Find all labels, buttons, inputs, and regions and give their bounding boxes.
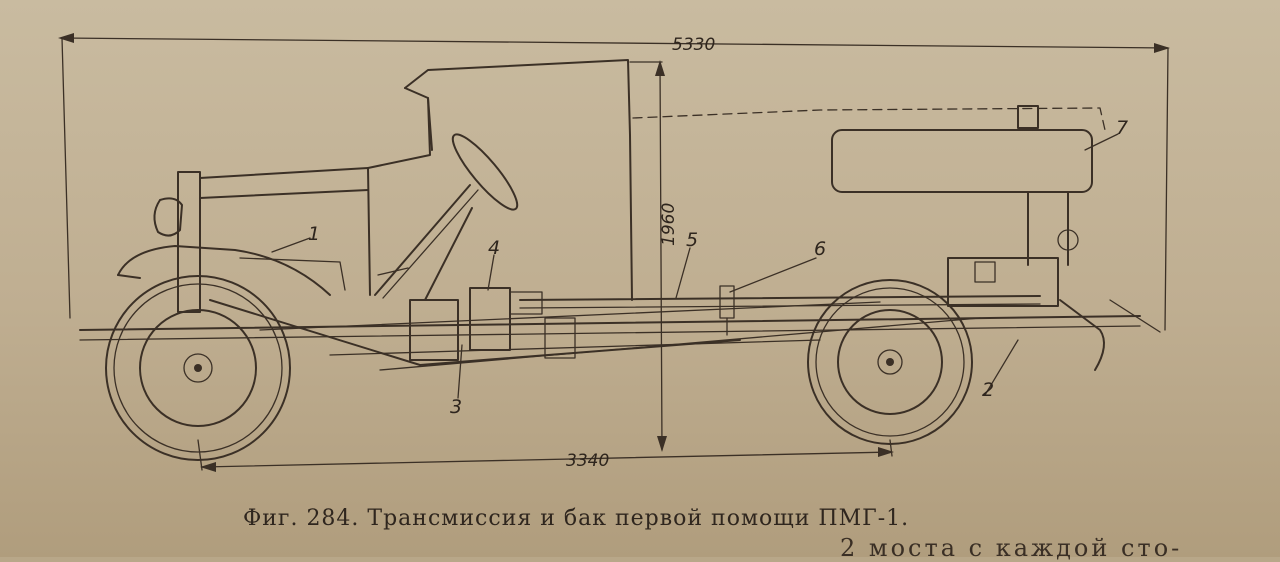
hood-and-fender — [117, 167, 371, 313]
figure-caption: Фиг. 284. Трансмиссия и бак первой помощ… — [243, 506, 910, 531]
callouts: 1 2 3 4 5 6 7 — [271, 117, 1128, 418]
front-wheel — [105, 275, 291, 461]
body-outline-dashed — [632, 107, 1106, 131]
callout-2: 2 — [982, 379, 994, 401]
callout-4: 4 — [488, 237, 500, 259]
height-label: 1960 — [659, 203, 679, 246]
callout-6: 6 — [814, 238, 826, 260]
callout-1: 1 — [308, 223, 320, 245]
wheelbase-label: 3340 — [566, 451, 609, 471]
callout-5: 5 — [686, 229, 698, 251]
frame-and-driveline — [79, 285, 1141, 371]
callout-7: 7 — [1116, 117, 1128, 139]
dimension-overall-length: 5330 — [58, 33, 1170, 331]
cab-outline — [367, 59, 633, 301]
first-aid-tank — [831, 105, 1161, 371]
callout-3: 3 — [450, 396, 462, 418]
overall-length-label: 5330 — [672, 35, 715, 55]
dimension-height: 1960 — [629, 60, 679, 452]
dimension-wheelbase: 3340 — [197, 439, 894, 472]
steering-assembly — [374, 133, 519, 301]
next-line-fragment: 2 моста с каждой сто- — [840, 534, 1183, 562]
